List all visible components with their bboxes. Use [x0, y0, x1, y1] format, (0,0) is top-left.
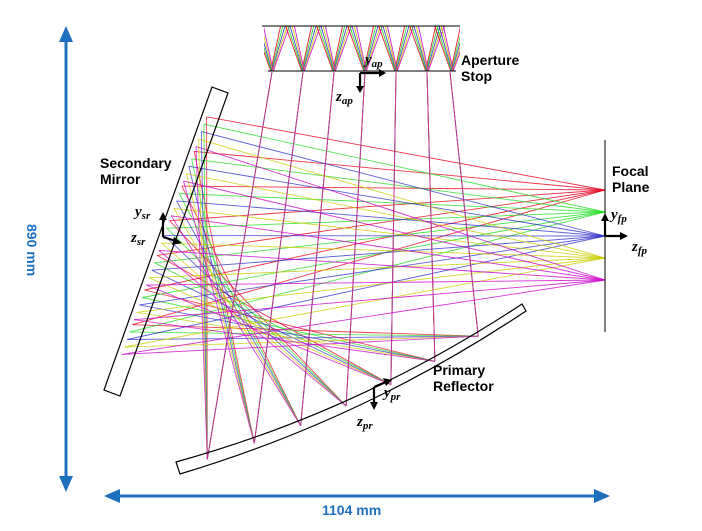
aperture-ray-fan [255, 26, 470, 71]
ray-segment [437, 26, 452, 71]
ray-segment [350, 26, 365, 71]
secondary-mirror-label: Secondary Mirror [100, 155, 172, 187]
axis-var: y [135, 204, 142, 220]
axis-var: y [611, 207, 618, 223]
height-dimension-label: 890 mm [24, 224, 40, 276]
ray-segment [261, 26, 273, 71]
ray-bundle [122, 72, 605, 459]
ray-segment [257, 26, 272, 71]
axis-label-y-ap: yap [365, 52, 383, 70]
axis-sub: pr [363, 420, 373, 432]
ray-segment [167, 228, 346, 406]
ray-segment [186, 174, 605, 258]
aperture-stop-label: Aperture Stop [461, 52, 519, 84]
primary-label-line2: Reflector [433, 378, 494, 394]
axis-label-z-fp: zfp [632, 239, 647, 257]
ray-segment [303, 26, 316, 71]
ray-segment [179, 194, 605, 213]
axis-sub: sr [137, 236, 146, 248]
ray-segment [177, 201, 606, 236]
ray-segment [122, 280, 605, 354]
ray-segment [397, 26, 412, 71]
ray-segment [290, 26, 303, 71]
ray-segment [414, 26, 427, 71]
ray-segment [334, 26, 347, 71]
aperture-label-line2: Stop [461, 68, 519, 84]
ray-segment [391, 72, 396, 385]
ray-segment [439, 26, 452, 71]
axis-sub: fp [618, 213, 627, 225]
ray-segment [201, 132, 605, 236]
ray-segment [450, 72, 478, 336]
ray-segment [182, 186, 605, 190]
width-dimension-label: 1104 mm [322, 502, 381, 518]
axis-label-y-sr: ysr [135, 204, 150, 222]
ray-segment [288, 26, 303, 71]
axis-var: y [365, 52, 372, 68]
secondary-label-line2: Mirror [100, 171, 172, 187]
ray-segment [273, 26, 288, 71]
axis-sub: pr [391, 391, 401, 403]
primary-label-line1: Primary [433, 362, 494, 378]
ray-segment [149, 258, 605, 278]
ray-segment [155, 212, 606, 263]
axis-sub: ap [342, 95, 353, 107]
axis-var: y [384, 385, 391, 401]
ray-segment [427, 26, 440, 71]
ray-segment [412, 26, 427, 71]
ray-segment [352, 26, 365, 71]
primary-reflector-label: Primary Reflector [433, 362, 494, 394]
aperture-axes-arrows [356, 69, 386, 93]
height-dimension-arrow [59, 26, 73, 492]
ray-segment [319, 26, 334, 71]
ray-segment [335, 26, 350, 71]
aperture-label-line1: Aperture [461, 52, 519, 68]
ray-segment [259, 26, 272, 71]
axis-sub: ap [372, 58, 383, 70]
ray-segment [167, 212, 605, 228]
ray-segment [189, 166, 605, 236]
ray-segment [272, 26, 285, 71]
ray-segment [427, 72, 435, 361]
axis-sub: fp [638, 245, 647, 257]
ray-segment [428, 26, 443, 71]
axis-label-y-fp: yfp [611, 207, 627, 225]
axis-sub: sr [142, 210, 151, 222]
focal-label-line2: Plane [612, 179, 649, 195]
focal-plane-label: Focal Plane [612, 163, 649, 195]
axis-label-z-ap: zap [336, 89, 353, 107]
width-dimension-arrow [104, 489, 610, 503]
axis-label-z-sr: zsr [131, 230, 145, 248]
ray-segment [383, 26, 396, 71]
focal-label-line1: Focal [612, 163, 649, 179]
ray-segment [396, 26, 409, 71]
secondary-label-line1: Secondary [100, 155, 172, 171]
ray-segment [196, 147, 605, 281]
ray-segment [321, 26, 334, 71]
axis-label-z-pr: zpr [357, 414, 373, 432]
ray-segment [304, 26, 319, 71]
axis-label-y-pr: ypr [384, 385, 400, 403]
ray-segment [155, 263, 391, 385]
